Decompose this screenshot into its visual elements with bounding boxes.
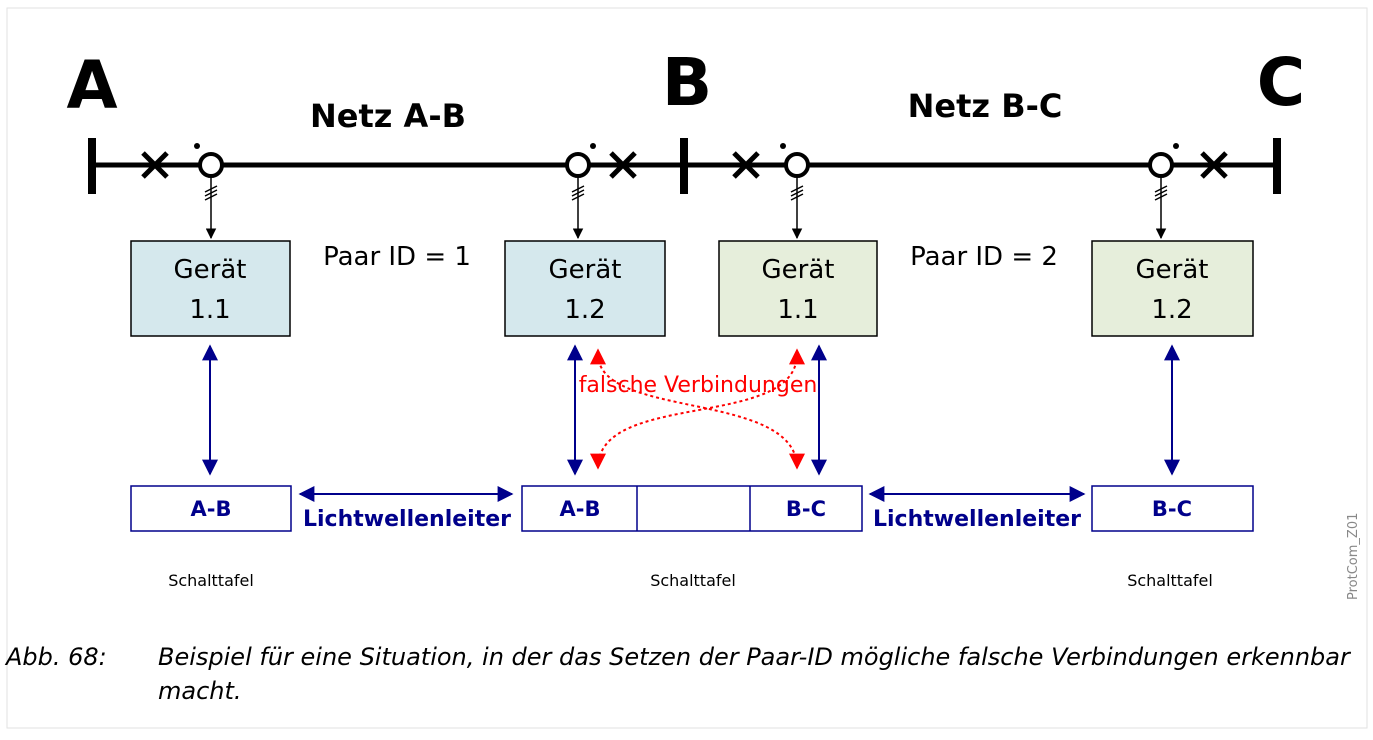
current-transformer-icons xyxy=(198,152,1174,178)
device-port-links xyxy=(202,344,1180,476)
device-1: Gerät 1.1 xyxy=(130,240,291,337)
node-c-label: C xyxy=(1257,44,1305,121)
fiber-right-label: Lichtwellenleiter xyxy=(873,507,1081,532)
device-4: Gerät 1.2 xyxy=(1091,240,1254,337)
network-ab-label: Netz A-B xyxy=(310,97,466,135)
node-b-label: B xyxy=(662,44,712,121)
node-a-label: A xyxy=(66,47,117,124)
device-2: Gerät 1.2 xyxy=(504,240,666,337)
breaker-icons xyxy=(141,151,1228,179)
panel-left-label: Schalttafel xyxy=(168,571,254,590)
panel-middle-label: Schalttafel xyxy=(650,571,736,590)
device-4-line1: Gerät xyxy=(1136,255,1209,285)
power-line xyxy=(88,138,1281,194)
port-right-label: B-C xyxy=(1152,497,1192,521)
device-4-line2: 1.2 xyxy=(1151,295,1192,325)
pair-id-right: Paar ID = 2 xyxy=(910,242,1058,272)
wrong-connection-curves xyxy=(590,348,805,470)
device-3: Gerät 1.1 xyxy=(718,240,878,337)
device-2-line1: Gerät xyxy=(549,255,622,285)
caption-number: Abb. 68: xyxy=(6,643,107,671)
pair-id-left: Paar ID = 1 xyxy=(323,242,471,272)
caption-text: Beispiel für eine Situation, in der das … xyxy=(158,643,1350,705)
device-2-line2: 1.2 xyxy=(564,295,605,325)
port-middle: A-B B-C xyxy=(521,485,863,532)
port-left-label: A-B xyxy=(191,497,232,521)
port-left: A-B xyxy=(130,485,292,532)
panel-right-label: Schalttafel xyxy=(1127,571,1213,590)
port-middle-bc-label: B-C xyxy=(786,497,826,521)
device-1-line2: 1.1 xyxy=(189,295,230,325)
figure-border xyxy=(6,7,1368,729)
device-1-line1: Gerät xyxy=(174,255,247,285)
device-3-line1: Gerät xyxy=(762,255,835,285)
port-middle-ab-label: A-B xyxy=(560,497,601,521)
wrong-connections-label: falsche Verbindungen xyxy=(579,373,818,398)
figure-id-label: ProtCom_Z01 xyxy=(1346,512,1361,600)
network-bc-label: Netz B-C xyxy=(908,87,1063,125)
device-3-line2: 1.1 xyxy=(777,295,818,325)
port-right: B-C xyxy=(1091,485,1254,532)
ct-leads xyxy=(204,176,1168,240)
polarity-dots xyxy=(194,143,1179,149)
fiber-left-label: Lichtwellenleiter xyxy=(303,507,511,532)
